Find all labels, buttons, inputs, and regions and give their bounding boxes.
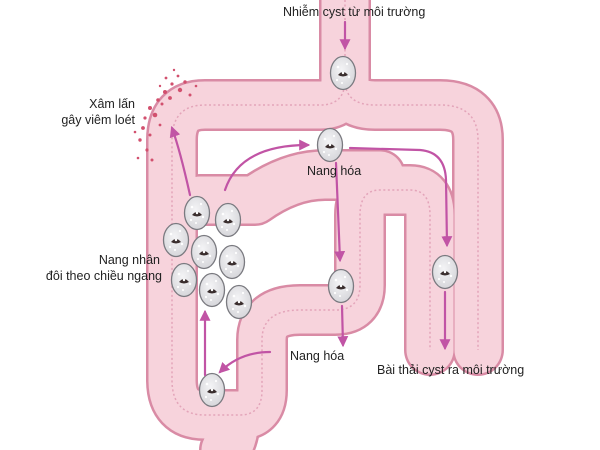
cyst-icon [198, 272, 226, 308]
cyst-icon [170, 262, 198, 298]
label-encyst-bottom: Nang hóa [290, 349, 345, 363]
cyst-icon [218, 244, 246, 280]
label-binary-fission-line2: đôi theo chiều ngang [45, 269, 162, 283]
arrow-icon [337, 304, 349, 348]
cyst-icon [183, 195, 211, 231]
intestine-mucosa [171, 0, 479, 416]
ulcer-cluster-icon [133, 68, 198, 162]
cyst-icon [225, 284, 253, 320]
label-encyst-top: Nang hóa [307, 164, 362, 178]
arrow-icon [218, 350, 272, 374]
flow-arrows [169, 20, 453, 377]
arrow-icon [348, 146, 453, 248]
cyst-icon [327, 268, 355, 304]
cyst-icon [329, 55, 357, 91]
cyst-icon [431, 254, 459, 290]
cyst-icon [214, 202, 242, 238]
label-binary-fission-line1: Nang nhân [98, 253, 160, 267]
arrow-icon [223, 139, 311, 192]
cyst-icon [190, 234, 218, 270]
label-environment-infection: Nhiễm cyst từ môi trường [283, 5, 426, 19]
cyst-icon [162, 222, 190, 258]
label-excretion: Bài thải cyst ra môi trường [377, 363, 525, 377]
cyst-icon [316, 127, 344, 163]
label-invasion-line1: Xâm lấn [89, 97, 135, 111]
arrow-icon [334, 161, 346, 263]
arrow-icon [169, 125, 192, 197]
label-invasion-line2: gây viêm loét [61, 113, 135, 127]
cyst-icon [198, 372, 226, 408]
